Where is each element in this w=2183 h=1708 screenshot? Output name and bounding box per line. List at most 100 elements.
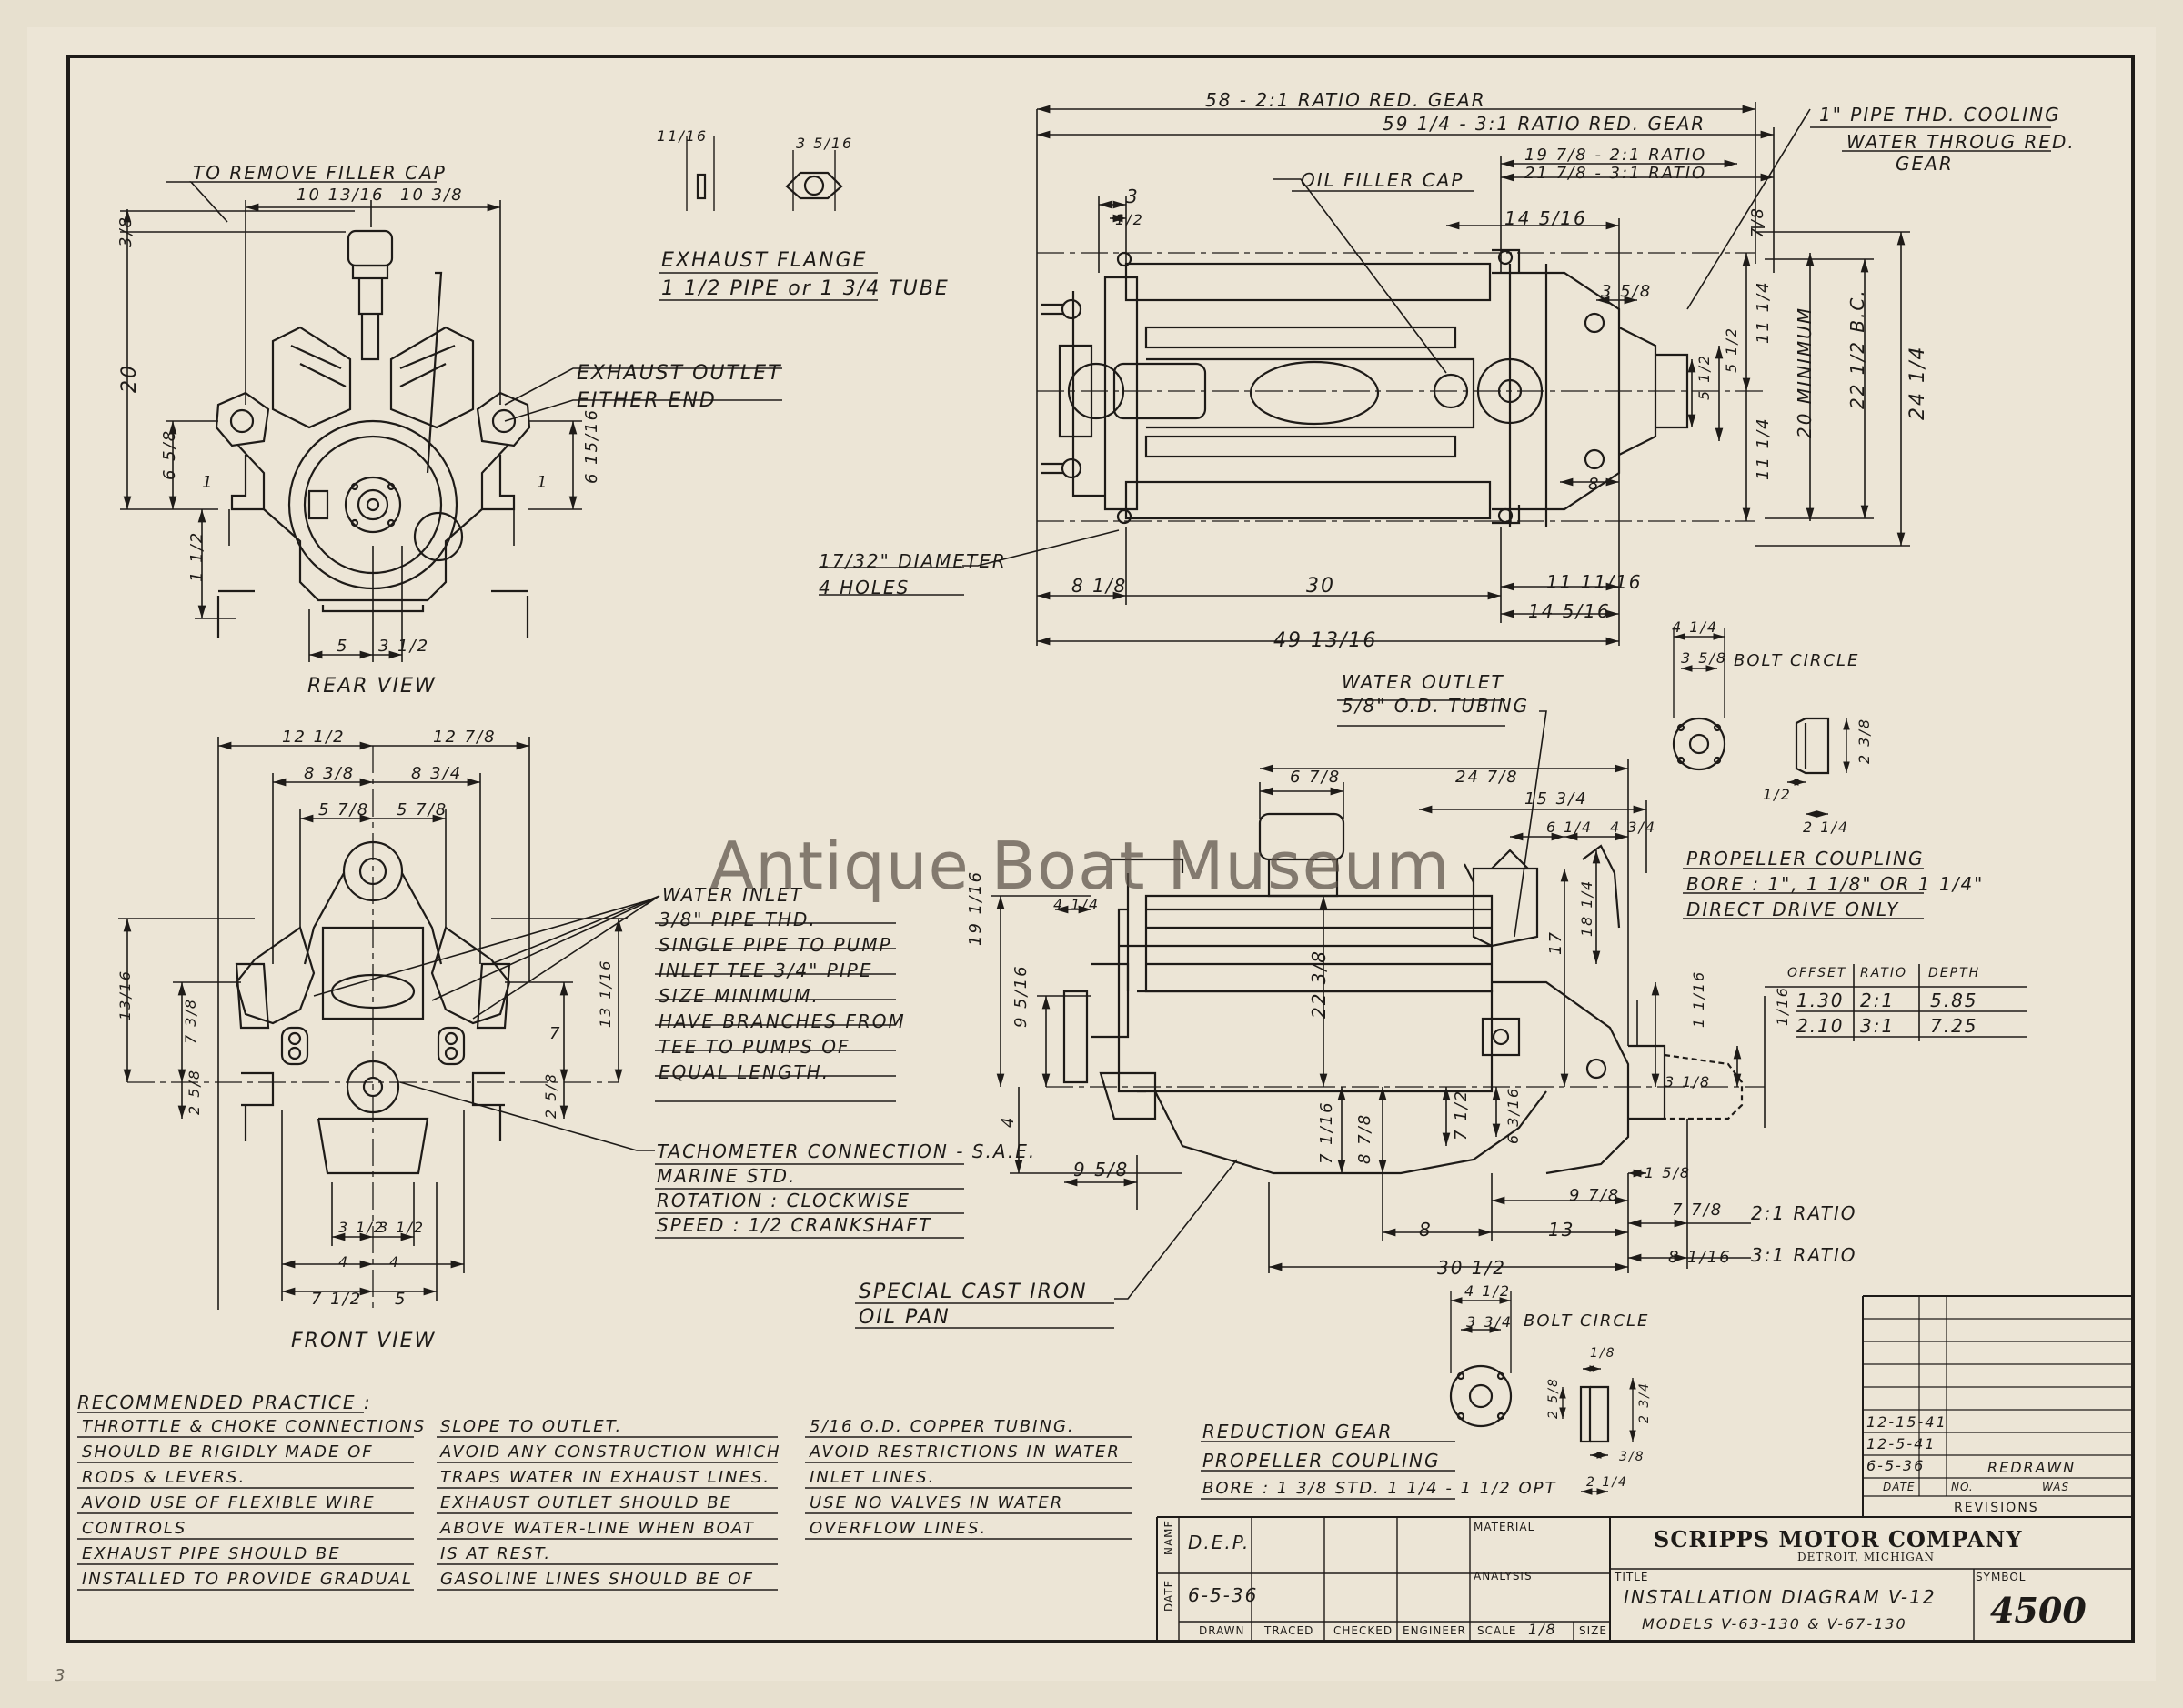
bolt-bot-d1: 4 1/2 — [1464, 1282, 1512, 1300]
rear-dim-base: 1 1/2 — [187, 530, 206, 582]
bolt-bot-d7: 2 1/4 — [1586, 1475, 1628, 1490]
offset-row2: 2.10 — [1796, 1015, 1845, 1037]
offset-table-lines — [1764, 964, 2027, 1128]
tach-note-2: ROTATION : CLOCKWISE — [657, 1190, 910, 1211]
plan-dim-b-11: 11 11/16 — [1546, 571, 1643, 593]
rec-c1-2: RODS & LEVERS. — [82, 1468, 246, 1487]
rec-c2-0: SLOPE TO OUTLET. — [440, 1417, 623, 1436]
water-inlet-note-3: INLET TEE 3/4" PIPE — [659, 959, 873, 981]
plan-dim-b-14: 14 5/16 — [1528, 600, 1611, 622]
water-inlet-note-6: TEE TO PUMPS OF — [659, 1036, 850, 1058]
side-dim-d15: 8 7/8 — [1355, 1112, 1374, 1164]
rear-dim-top-gap: 3/8 — [116, 216, 136, 247]
side-dim-d16: 7 1/2 — [1452, 1089, 1471, 1140]
side-dim-d17: 6 3/16 — [1504, 1086, 1522, 1144]
title-line-2: MODELS V-63-130 & V-67-130 — [1642, 1615, 1907, 1633]
title-label: TITLE — [1615, 1571, 1649, 1583]
offset-row1: 1.30 — [1796, 990, 1845, 1011]
water-inlet-note-2: SINGLE PIPE TO PUMP — [659, 934, 892, 956]
water-outlet-note-1: WATER OUTLET — [1342, 671, 1504, 693]
traced-label: TRACED — [1264, 1624, 1314, 1637]
propeller-coupling-1: PROPELLER COUPLING — [1686, 848, 1925, 869]
plan-dim-minimum: 20 MINIMUM — [1794, 306, 1816, 438]
bolt-top-d4: 1/2 — [1763, 786, 1792, 803]
rec-c1-3: AVOID USE OF FLEXIBLE WIRE — [82, 1493, 376, 1512]
front-dim-mid-left: 8 3/8 — [304, 764, 356, 783]
cooling-note-3: GEAR — [1896, 153, 1954, 175]
exhaust-flange-drawing — [686, 136, 843, 211]
date-label: DATE — [1162, 1579, 1175, 1612]
rear-dim-right-low: 6 15/16 — [582, 407, 601, 484]
front-dim-right-low: 2 5/8 — [542, 1071, 559, 1119]
side-dim-d9: 17 — [1546, 930, 1565, 955]
bolt-circle-top-label: BOLT CIRCLE — [1734, 651, 1860, 670]
side-dim-d19: 9 5/8 — [1073, 1159, 1130, 1181]
water-inlet-note-4: SIZE MINIMUM. — [659, 985, 820, 1007]
bolt-bot-d5: 2 3/4 — [1637, 1381, 1652, 1423]
rear-dim-left-one: 1 — [202, 473, 215, 492]
front-dim-bot-a: 3 1/2 — [338, 1219, 386, 1236]
rec-c3-0: 5/16 O.D. COPPER TUBING. — [810, 1417, 1075, 1436]
revisions-label: REVISIONS — [1954, 1501, 2039, 1515]
holes-note-2: 4 HOLES — [819, 577, 910, 598]
bolt-bot-d2: 3 3/4 — [1466, 1313, 1514, 1331]
plan-dim-gear-21: 19 7/8 - 2:1 RATIO — [1524, 146, 1707, 165]
propeller-coupling-2: BORE : 1", 1 1/8" OR 1 1/4" — [1686, 873, 1985, 895]
plan-dim-bottom-30: 30 — [1306, 575, 1335, 598]
company-city: DETROIT, MICHIGAN — [1797, 1551, 1936, 1563]
oil-pan-note-2: OIL PAN — [859, 1306, 951, 1329]
side-dim-d20: 9 7/8 — [1569, 1186, 1621, 1205]
side-dim-d4: 6 1/4 — [1546, 819, 1594, 836]
water-inlet-note-0: WATER INLET — [662, 884, 803, 906]
side-dim-d3: 15 3/4 — [1524, 789, 1588, 809]
title-block-lines — [1156, 1516, 2133, 1642]
drawn-label: DRAWN — [1199, 1624, 1245, 1637]
plan-dim-bolt1: 5 1/2 — [1695, 353, 1713, 400]
bolt-bot-d6: 3/8 — [1619, 1450, 1645, 1464]
rear-dim-left-low: 6 5/8 — [160, 428, 179, 480]
side-dim-d26: 30 1/2 — [1437, 1257, 1506, 1279]
rear-dim-right-one: 1 — [537, 473, 549, 492]
rec-c2-1: AVOID ANY CONSTRUCTION WHICH — [440, 1442, 781, 1462]
plan-dim-c2: 3 5/8 — [1601, 282, 1653, 301]
side-view-drawing — [1046, 812, 1765, 1175]
size-label: SIZE — [1579, 1624, 1607, 1637]
symbol-value: 4500 — [1990, 1590, 2087, 1631]
rear-dim-half-right: 10 3/8 — [400, 186, 464, 205]
rev-date-1: 12-15-41 — [1866, 1413, 1947, 1431]
front-dim-foot-left: 7 1/2 — [311, 1290, 363, 1309]
offset-header: OFFSET — [1787, 966, 1847, 980]
recommended-heading: RECOMMENDED PRACTICE : — [77, 1392, 372, 1413]
ratio-label-21: 2:1 RATIO — [1751, 1202, 1857, 1224]
water-outlet-note-2: 5/8" O.D. TUBING — [1342, 695, 1530, 717]
front-dim-in-right: 5 7/8 — [397, 800, 448, 819]
name-label: NAME — [1162, 1519, 1175, 1555]
side-dim-d10: 18 1/4 — [1578, 879, 1595, 937]
bolt-top-d3: 2 3/8 — [1856, 717, 1873, 764]
bolt-circle-bottom-label: BOLT CIRCLE — [1524, 1311, 1650, 1331]
front-dim-left-mid: 7 3/8 — [182, 997, 199, 1044]
plan-dim-overall: 49 13/16 — [1273, 629, 1378, 652]
rec-c1-1: SHOULD BE RIGIDLY MADE OF — [82, 1442, 374, 1462]
plan-dim-half: 1/2 — [1115, 211, 1144, 228]
depth-header: DEPTH — [1928, 966, 1981, 980]
scale-value: 1/8 — [1528, 1621, 1557, 1638]
title-line-1: INSTALLATION DIAGRAM V-12 — [1624, 1586, 1937, 1608]
bolt-top-d5: 2 1/4 — [1803, 819, 1850, 836]
reduction-gear-2: PROPELLER COUPLING — [1202, 1450, 1441, 1472]
water-inlet-note-5: HAVE BRANCHES FROM — [659, 1010, 906, 1032]
front-dim-top-left: 12 1/2 — [282, 728, 346, 747]
front-dim-foot-right: 5 — [395, 1290, 407, 1309]
side-dim-d1: 6 7/8 — [1290, 768, 1342, 787]
ratio-row2: 3:1 — [1860, 1015, 1896, 1037]
rear-dim-height: 20 — [118, 364, 141, 393]
rec-c2-6: GASOLINE LINES SHOULD BE OF — [440, 1570, 754, 1589]
rev-date-2: 12-5-41 — [1866, 1435, 1937, 1452]
cooling-note-2: WATER THROUG RED. — [1846, 131, 2076, 153]
rev-date-3: 6-5-36 — [1866, 1457, 1926, 1474]
front-dim-left-low: 2 5/8 — [186, 1068, 203, 1115]
plan-dim-gear-31: 21 7/8 - 3:1 RATIO — [1524, 164, 1707, 183]
rec-c1-6: INSTALLED TO PROVIDE GRADUAL — [82, 1570, 414, 1589]
side-dim-d7: 4 1/4 — [1053, 896, 1101, 913]
